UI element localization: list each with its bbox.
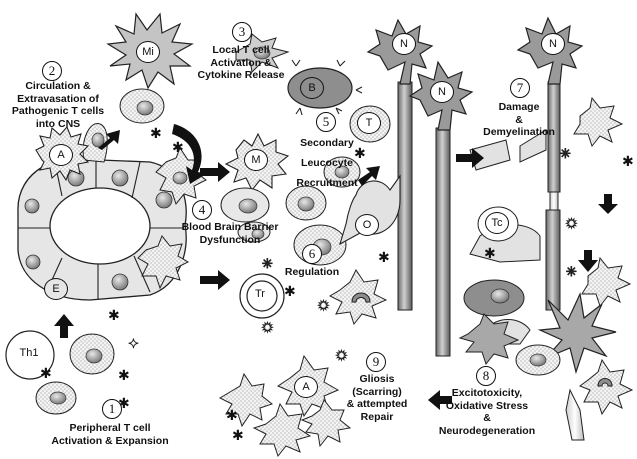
svg-text:✳: ✳ (560, 147, 571, 162)
neuron-axon-2 (410, 62, 472, 356)
step-label-3: Local T cell Activation & Cytokine Relea… (186, 44, 296, 82)
step-number-2: 2 (42, 61, 62, 81)
svg-text:✹: ✹ (318, 299, 329, 314)
step-label-4: Blood Brain Barrier Dysfunction (160, 221, 300, 246)
svg-text:✱: ✱ (232, 428, 244, 444)
b-cell-label: B (300, 77, 324, 99)
svg-text:✱: ✱ (150, 126, 162, 142)
step-number-3: 3 (232, 22, 252, 42)
step-number-9: 9 (366, 352, 386, 372)
step-label-5: Secondary Leucocyte Recruitment (282, 133, 372, 193)
svg-text:✱: ✱ (118, 368, 130, 384)
t-cell-below-microglia (120, 89, 164, 123)
svg-text:✱: ✱ (378, 250, 390, 266)
svg-text:✱: ✱ (284, 284, 296, 300)
svg-text:✹: ✹ (336, 349, 347, 364)
oligodendrocyte-label: O (355, 214, 379, 236)
svg-text:✹: ✹ (566, 217, 577, 232)
neuron-axon-1 (368, 20, 432, 310)
step-number-4: 4 (192, 200, 212, 220)
step-label-6: Regulation (274, 266, 350, 279)
svg-text:✱: ✱ (622, 154, 634, 170)
svg-text:✱: ✱ (172, 140, 184, 156)
endothelium-label: E (44, 278, 68, 300)
th1-label: Th1 (14, 343, 44, 363)
svg-text:✱: ✱ (484, 246, 496, 262)
astrocyte-label-bottom: A (294, 376, 318, 398)
svg-text:✳: ✳ (566, 265, 577, 280)
neuron-label-2: N (430, 81, 454, 103)
svg-text:✹: ✹ (262, 321, 273, 336)
t-cell-label: T (357, 112, 381, 134)
neuron-label-3: N (541, 33, 565, 55)
macrophage-label: M (244, 149, 268, 171)
step-number-7: 7 (510, 78, 530, 98)
svg-text:✱: ✱ (40, 366, 52, 382)
step-label-2: Circulation & Extravasation of Pathogeni… (0, 80, 116, 130)
step-label-9: Gliosis (Scarring) & attempted Repair (344, 373, 410, 423)
neuron-label-1: N (392, 33, 416, 55)
step-number-8: 8 (476, 366, 496, 386)
astrocyte-label-top: A (49, 144, 73, 166)
svg-text:✳: ✳ (262, 257, 273, 272)
step-label-8: Excitotoxicity, Oxidative Stress & Neuro… (428, 387, 546, 437)
svg-text:✦: ✦ (128, 337, 139, 352)
step-label-1: Peripheral T cell Activation & Expansion (30, 422, 190, 447)
step-number-1: 1 (102, 399, 122, 419)
step-number-5: 5 (316, 112, 336, 132)
step-number-6: 6 (302, 244, 322, 264)
regulatory-t-label: Tr (249, 284, 271, 304)
microglia-label: Mi (136, 41, 160, 63)
svg-text:✱: ✱ (226, 408, 238, 424)
svg-text:✱: ✱ (108, 308, 120, 324)
cytotoxic-t-label: Tc (485, 212, 509, 234)
step-label-7: Damage & Demyelination (474, 101, 564, 139)
